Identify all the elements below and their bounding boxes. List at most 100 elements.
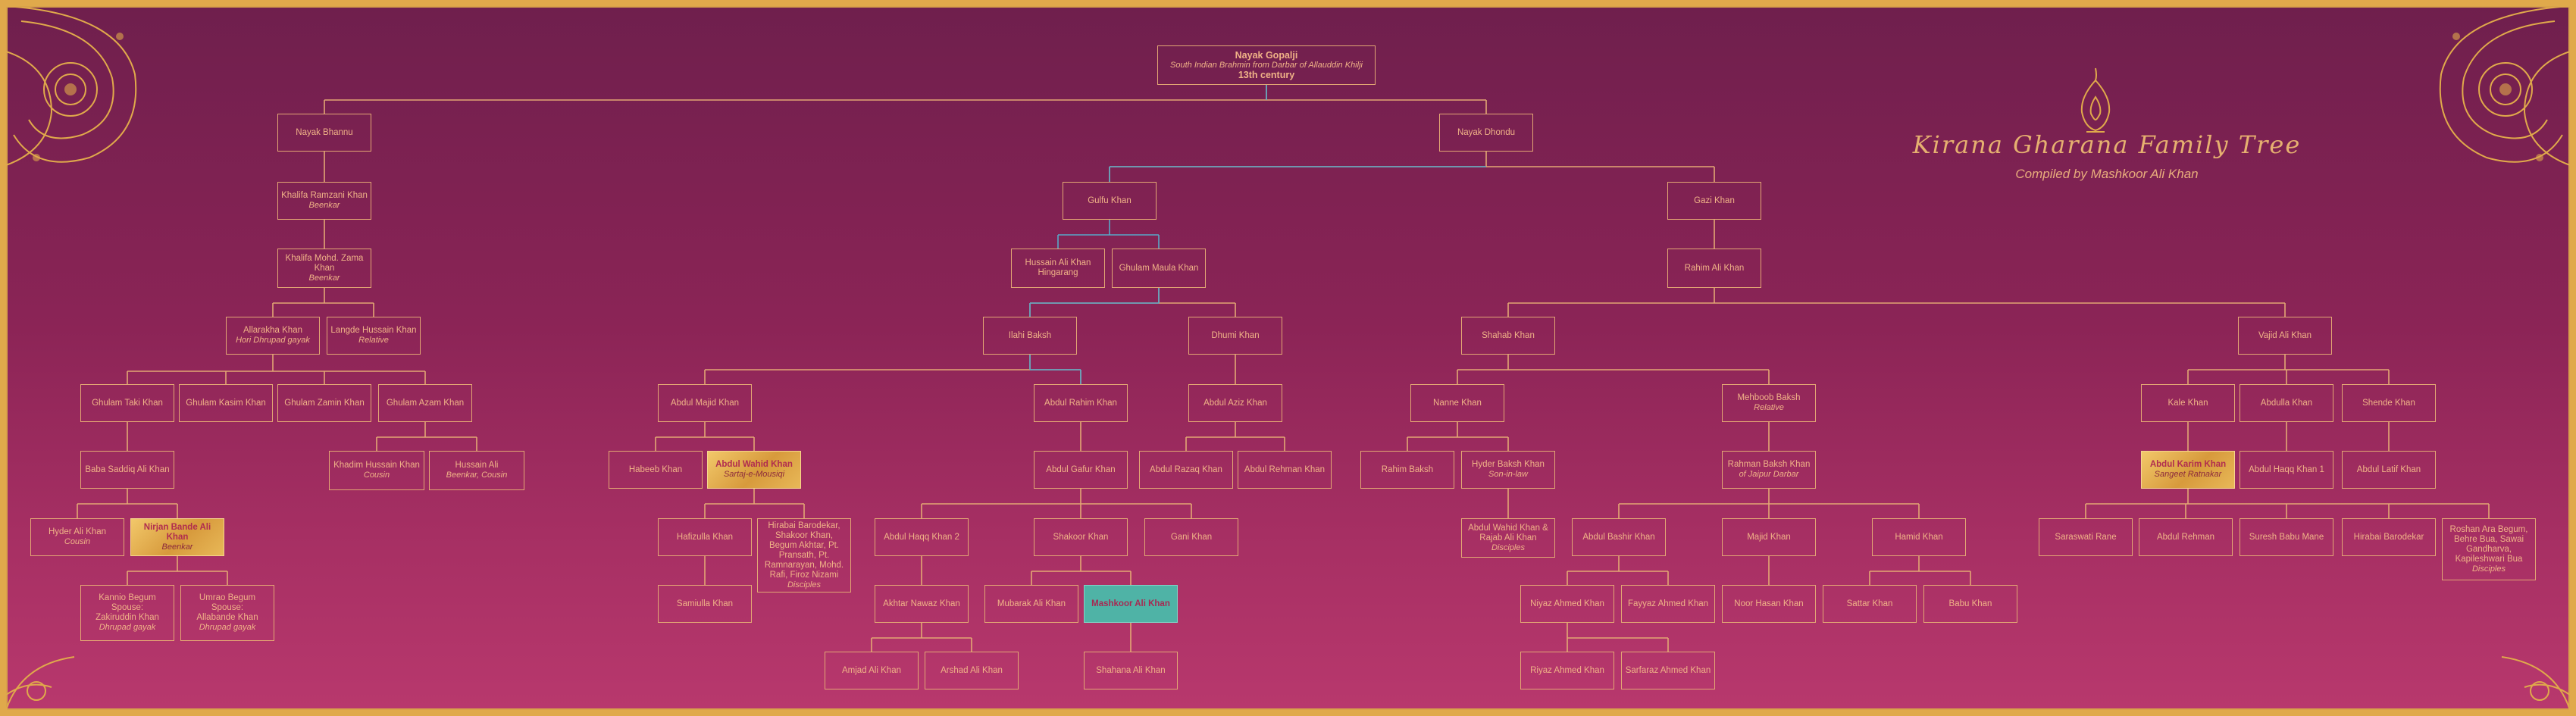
node-name: Noor Hasan Khan (1734, 599, 1804, 608)
node-name: Gazi Khan (1694, 195, 1735, 205)
node-name: Roshan Ara Begum, Behre Bua, Sawai Gandh… (2449, 524, 2528, 564)
node-spouse-name: Allabande Khan (196, 613, 258, 622)
node-subtitle: Relative (1754, 403, 1784, 412)
node-habeeb-khan: Habeeb Khan (609, 451, 703, 489)
node-name: Ghulam Kasim Khan (186, 398, 266, 408)
node-name: Abdul Haqq Khan 1 (2249, 464, 2324, 474)
node-name: Nanne Khan (1433, 398, 1482, 408)
node-name: Allarakha Khan (243, 326, 302, 335)
node-name: Abdul Rahim Khan (1044, 398, 1117, 408)
node-name: Ghulam Zamin Khan (284, 398, 365, 408)
node-ghulam-azam: Ghulam Azam Khan (378, 384, 472, 422)
node-name: Arshad Ali Khan (941, 665, 1003, 675)
node-name: Abdul Rehman (2156, 532, 2215, 542)
node-subtitle: Beenkar (308, 201, 340, 210)
node-subtitle: Disciples (1491, 542, 1525, 552)
node-name: Abdul Majid Khan (670, 398, 740, 408)
node-name: Khalifa Mohd. Zama Khan (285, 253, 364, 273)
node-amjad-ali: Amjad Ali Khan (825, 652, 919, 689)
node-abdul-rehman: Abdul Rehman (2139, 518, 2233, 556)
node-name: Hyder Ali Khan (48, 527, 107, 536)
node-name: Mubarak Ali Khan (997, 599, 1066, 608)
node-spouse-name: Zakiruddin Khan (95, 613, 159, 622)
node-name: Mehboob Baksh (1737, 393, 1801, 402)
node-name: Shende Khan (2362, 398, 2415, 408)
node-abdul-haqq-1: Abdul Haqq Khan 1 (2240, 451, 2333, 489)
node-kale-khan: Kale Khan (2141, 384, 2235, 422)
node-name: Sarfaraz Ahmed Khan (1625, 665, 1711, 675)
node-name: Hirabai Barodekar, Shakoor Khan, Begum A… (764, 521, 844, 580)
node-nayak-dhondu: Nayak Dhondu (1439, 114, 1533, 152)
node-suresh-babu-mane: Suresh Babu Mane (2240, 518, 2333, 556)
node-subtitle: Beenkar (161, 542, 193, 552)
node-name: Kannio Begum (99, 593, 156, 602)
node-subtitle: Beenkar, Cousin (446, 471, 508, 480)
node-shahab-khan: Shahab Khan (1461, 317, 1555, 355)
node-ghulam-maula: Ghulam Maula Khan (1112, 249, 1206, 288)
node-name: Samiulla Khan (676, 599, 734, 608)
node-name: Hafizulla Khan (676, 532, 734, 542)
node-name: Hussain Ali (455, 461, 499, 470)
node-name: Gulfu Khan (1088, 195, 1131, 205)
node-gulfu-khan: Gulfu Khan (1063, 182, 1157, 220)
node-abdul-bashir: Abdul Bashir Khan (1572, 518, 1666, 556)
title-block: Kirana Gharana Family Tree Compiled by M… (1910, 130, 2304, 182)
node-vajid-ali: Vajid Ali Khan (2238, 317, 2332, 355)
node-subtitle: Cousin (64, 537, 91, 546)
node-name: Babu Khan (1948, 599, 1992, 608)
node-name: Majid Khan (1747, 532, 1791, 542)
node-riyaz-ahmed: Riyaz Ahmed Khan (1520, 652, 1614, 689)
node-name: Shahab Khan (1482, 330, 1535, 340)
node-name: Baba Saddiq Ali Khan (85, 464, 170, 474)
background-panel (6, 6, 2570, 710)
node-name: Abdul Wahid Khan & Rajab Ali Khan (1468, 523, 1548, 542)
node-name: Nayak Dhondu (1457, 127, 1516, 137)
node-saraswati-rane: Saraswati Rane (2039, 518, 2133, 556)
node-name: Rahman Baksh Khan (1727, 460, 1811, 469)
node-name: Ilahi Baksh (1008, 330, 1052, 340)
page-subtitle: Compiled by Mashkoor Ali Khan (2015, 167, 2199, 181)
node-shakoor-khan: Shakoor Khan (1034, 518, 1128, 556)
node-name: Abdul Wahid Khan (715, 460, 793, 469)
node-name: Umrao Begum (199, 593, 256, 602)
node-name: Habeeb Khan (628, 464, 683, 474)
node-hafizulla: Hafizulla Khan (658, 518, 752, 556)
node-abdul-aziz: Abdul Aziz Khan (1188, 384, 1282, 422)
node-dhumi-khan: Dhumi Khan (1188, 317, 1282, 355)
node-name: Hamid Khan (1895, 532, 1943, 542)
node-name: Nayak Bhannu (296, 127, 353, 137)
node-abdul-rehman-khan: Abdul Rehman Khan (1238, 451, 1332, 489)
node-gani-khan: Gani Khan (1144, 518, 1238, 556)
node-name: Hussain Ali Khan Hingarang (1025, 258, 1091, 277)
node-nayak-bhannu: Nayak Bhannu (277, 114, 371, 152)
node-name: Sattar Khan (1846, 599, 1893, 608)
node-subtitle: Sangeet Ratnakar (2154, 470, 2222, 479)
ornament-bottom-left-icon (6, 656, 75, 710)
node-name: Abdul Razaq Khan (1150, 464, 1222, 474)
node-shende-khan: Shende Khan (2342, 384, 2436, 422)
node-name: Hyder Baksh Khan (1472, 460, 1545, 469)
node-niyaz-ahmed: Niyaz Ahmed Khan (1520, 585, 1614, 623)
node-abdul-gafur: Abdul Gafur Khan (1034, 451, 1128, 489)
node-ghulam-taki: Ghulam Taki Khan (80, 384, 174, 422)
node-name: Saraswati Rane (2055, 532, 2117, 542)
node-majid-khan: Majid Khan (1722, 518, 1816, 556)
node-hussain-ali-hingarang: Hussain Ali Khan Hingarang (1011, 249, 1105, 288)
node-hamid-khan: Hamid Khan (1872, 518, 1966, 556)
node-name: Langde Hussain Khan (330, 326, 417, 335)
node-subtitle: Disciples (2471, 564, 2506, 574)
node-name: Shahana Ali Khan (1096, 665, 1166, 675)
